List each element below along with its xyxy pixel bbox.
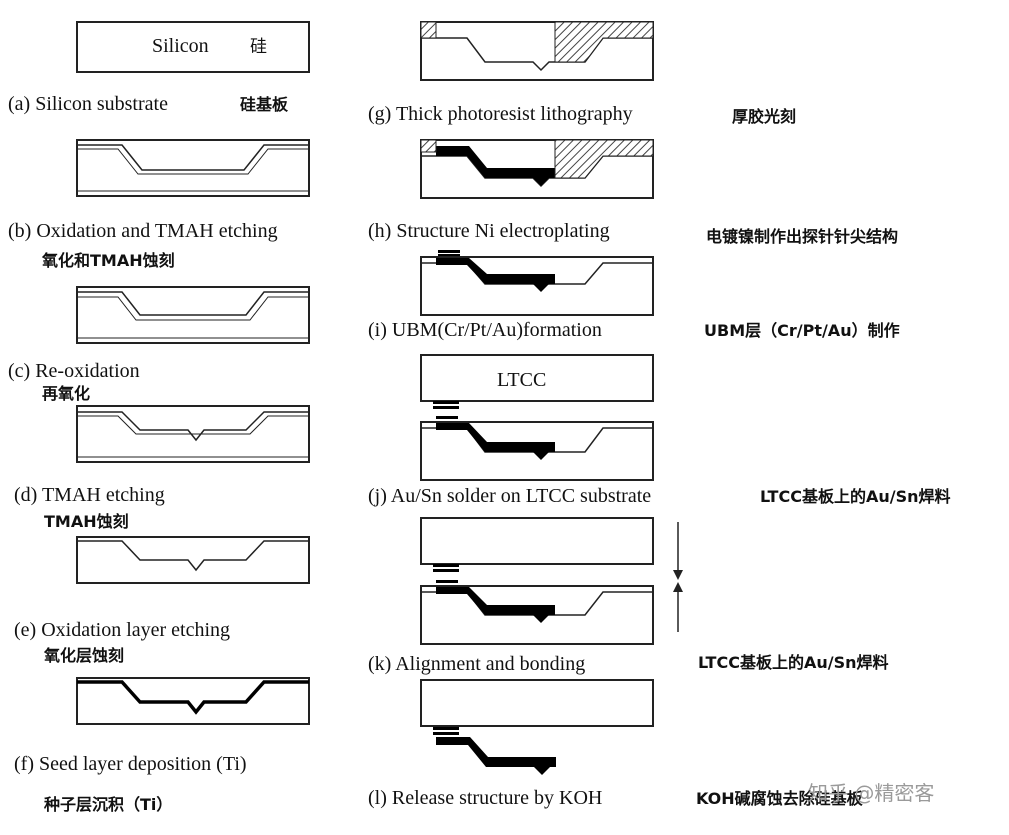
step-h-caption: (h) Structure Ni electroplating: [368, 220, 610, 242]
step-e-caption-zh: 氧化层蚀刻: [43, 646, 124, 665]
down-arrow-head: [673, 570, 683, 580]
step-f-figure: [76, 677, 310, 725]
step-j-figure: LTCC: [420, 354, 654, 481]
step-f-caption-zh: 种子层沉积（Ti）: [43, 795, 172, 814]
up-arrow-head: [673, 582, 683, 592]
step-g-caption-zh: 厚胶光刻: [732, 107, 796, 126]
step-l-caption-zh: KOH碱腐蚀去除硅基板: [696, 789, 864, 808]
step-i-caption: (i) UBM(Cr/Pt/Au)formation: [368, 319, 602, 341]
step-l-figure: [420, 679, 654, 775]
step-a-caption-zh: 硅基板: [240, 95, 289, 114]
watermark: 知乎 @精密客: [808, 781, 934, 805]
step-h-caption-zh: 电镀镍制作出探针针尖结构: [706, 227, 898, 246]
step-a-caption: (a) Silicon substrate: [8, 93, 168, 115]
step-d-caption-zh: TMAH蚀刻: [44, 512, 129, 531]
step-f-caption: (f) Seed layer deposition (Ti): [14, 753, 247, 775]
step-i-caption-zh: UBM层（Cr/Pt/Au）制作: [704, 321, 900, 340]
step-b-caption: (b) Oxidation and TMAH etching: [8, 220, 278, 242]
step-c-caption: (c) Re-oxidation: [8, 360, 140, 382]
step-b-caption-zh: 氧化和TMAH蚀刻: [41, 251, 175, 270]
step-e-caption: (e) Oxidation layer etching: [14, 619, 230, 641]
step-e-figure: [76, 536, 310, 584]
step-l-caption: (l) Release structure by KOH: [368, 787, 602, 809]
step-k-caption: (k) Alignment and bonding: [368, 653, 585, 675]
step-c-caption-zh: 再氧化: [42, 384, 90, 403]
step-b-figure: [76, 139, 310, 197]
step-a-figure: Silicon 硅: [76, 21, 310, 73]
step-k-caption-zh: LTCC基板上的Au/Sn焊料: [698, 653, 888, 672]
step-g-caption: (g) Thick photoresist lithography: [368, 103, 633, 125]
step-h-figure: [420, 139, 654, 199]
step-d-caption: (d) TMAH etching: [14, 484, 165, 506]
silicon-zh-label: 硅: [250, 37, 267, 57]
step-j-caption: (j) Au/Sn solder on LTCC substrate: [368, 485, 651, 507]
step-j-caption-zh: LTCC基板上的Au/Sn焊料: [760, 487, 950, 506]
silicon-label: Silicon: [152, 35, 209, 57]
step-k-figure: [420, 517, 683, 645]
step-g-figure: [420, 21, 654, 81]
step-d-figure: [76, 405, 310, 463]
step-c-figure: [76, 286, 310, 344]
ltcc-label: LTCC: [497, 369, 546, 391]
step-i-figure: [420, 250, 654, 316]
